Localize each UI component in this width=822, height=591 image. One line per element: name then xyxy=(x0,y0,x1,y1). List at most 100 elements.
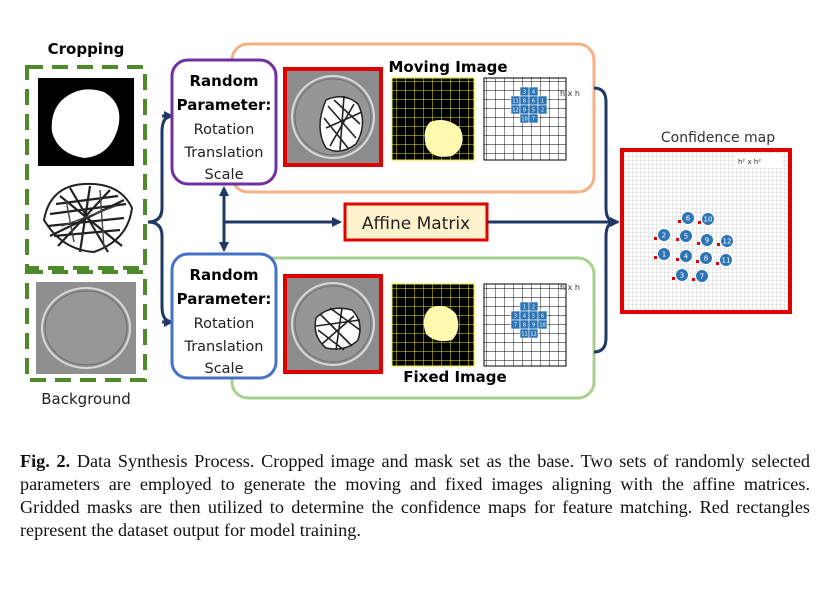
data-synthesis-diagram: Cropping Background Moving Image Fixed I… xyxy=(25,40,792,408)
confidence-point xyxy=(719,253,733,267)
grid-cell-number: 12 xyxy=(512,108,518,114)
grid-cell-number: 9 xyxy=(523,108,526,114)
random-param-bottom-title1: Random xyxy=(189,266,258,284)
confidence-point xyxy=(700,233,714,247)
background-label: Background xyxy=(41,390,131,408)
random-param-top-title2: Parameter: xyxy=(177,96,272,114)
grid-cell-number: 6 xyxy=(541,314,544,320)
moving-textured-image xyxy=(283,67,383,167)
grid-cell-number: 9 xyxy=(532,323,535,329)
grid-cell-number: 2 xyxy=(532,305,535,311)
grid-cell-number: 11 xyxy=(521,332,527,338)
confidence-point xyxy=(657,247,671,261)
confidence-marker xyxy=(698,221,701,224)
confidence-point-number: 10 xyxy=(704,216,713,224)
random-param-top-box xyxy=(170,58,278,186)
fixed-grid-size-label: h x h xyxy=(560,283,580,292)
grid-cell-number: 1 xyxy=(523,305,526,311)
grid-cell xyxy=(537,104,548,115)
random-param-top-translation: Translation xyxy=(183,145,263,161)
confidence-point-number: 11 xyxy=(722,257,731,265)
fixed-mask-grid xyxy=(391,283,475,367)
random-param-top-rotation: Rotation xyxy=(194,122,255,138)
confidence-marker xyxy=(696,260,699,263)
left-curly-brace xyxy=(147,114,173,224)
confidence-marker xyxy=(716,262,719,265)
grid-cell xyxy=(528,113,539,124)
confidence-point xyxy=(720,234,734,248)
background-dashed-box xyxy=(25,270,147,382)
caption-text: Data Synthesis Process. Cropped image an… xyxy=(20,451,811,540)
confidence-point xyxy=(699,251,713,265)
confidence-map-size-label: h² x h² xyxy=(738,158,761,166)
grid-cell-number: 5 xyxy=(532,108,535,114)
confidence-marker xyxy=(676,238,679,241)
random-param-top-scale: Scale xyxy=(204,167,243,183)
cropped-texture-image xyxy=(42,182,134,254)
random-param-bottom-scale: Scale xyxy=(204,361,243,377)
background-image xyxy=(36,282,136,374)
confidence-point-number: 9 xyxy=(705,237,709,245)
grid-cell-number: 3 xyxy=(514,314,517,320)
confidence-point xyxy=(679,229,693,243)
random-param-bottom-box xyxy=(170,252,278,380)
random-param-bottom-rotation: Rotation xyxy=(194,316,255,332)
confidence-point-number: 6 xyxy=(686,215,691,223)
grid-cell xyxy=(537,319,548,330)
grid-cell-number: 11 xyxy=(512,99,518,105)
confidence-point xyxy=(679,249,693,263)
random-param-bottom-translation: Translation xyxy=(183,339,263,355)
fixed-textured-image xyxy=(283,274,383,374)
random-param-top-title1: Random xyxy=(189,72,258,90)
fixed-numbered-grid: h x h xyxy=(483,283,580,367)
grid-cell-number: 10 xyxy=(521,117,527,123)
confidence-point xyxy=(681,211,695,225)
confidence-marker xyxy=(654,237,657,240)
confidence-point-number: 8 xyxy=(704,255,708,263)
moving-grid-size-label: h x h xyxy=(560,89,580,98)
cropping-label: Cropping xyxy=(48,40,125,58)
confidence-point-number: 12 xyxy=(723,238,732,246)
random-param-bottom-title2: Parameter: xyxy=(177,290,272,308)
grid-cell-number: 4 xyxy=(523,314,526,320)
caption-label: Fig. 2. xyxy=(20,451,71,471)
grid-cell-number: 5 xyxy=(532,314,535,320)
confidence-point-number: 4 xyxy=(684,253,689,261)
moving-mask-grid xyxy=(391,77,475,161)
confidence-marker xyxy=(692,278,695,281)
grid-cell-number: 10 xyxy=(539,323,545,329)
confidence-point-number: 7 xyxy=(700,273,704,281)
grid-cell xyxy=(528,328,539,339)
confidence-point-number: 5 xyxy=(684,233,688,241)
confidence-map-label: Confidence map xyxy=(661,130,775,146)
grid-cell-number: 1 xyxy=(541,99,544,105)
moving-image-label: Moving Image xyxy=(388,58,507,76)
cropping-dashed-box xyxy=(25,65,147,270)
figure-caption: Fig. 2. Data Synthesis Process. Cropped … xyxy=(20,450,810,542)
confidence-point-number: 1 xyxy=(662,251,666,259)
grid-cell-number: 8 xyxy=(523,99,526,105)
confidence-map: h² x h² xyxy=(620,148,792,314)
grid-cell-number: 3 xyxy=(523,90,526,96)
grid-cell-number: 6 xyxy=(532,99,535,105)
grid-cell-number: 7 xyxy=(532,117,535,123)
grid-cell-number: 12 xyxy=(530,332,536,338)
affine-matrix-label: Affine Matrix xyxy=(362,214,470,234)
grid-cell-number: 8 xyxy=(523,323,526,329)
confidence-point xyxy=(701,212,715,226)
right-curly-brace xyxy=(593,86,617,224)
grid-cell-number: 4 xyxy=(532,90,535,96)
confidence-point xyxy=(695,269,709,283)
grid-cell-number: 7 xyxy=(514,323,517,329)
confidence-point-number: 3 xyxy=(680,272,684,280)
confidence-marker xyxy=(717,243,720,246)
cropped-mask-image xyxy=(38,78,134,166)
confidence-marker xyxy=(654,256,657,259)
confidence-marker xyxy=(678,220,681,223)
fixed-image-label: Fixed Image xyxy=(403,368,506,386)
grid-cell-number: 2 xyxy=(541,108,544,114)
confidence-marker xyxy=(697,242,700,245)
